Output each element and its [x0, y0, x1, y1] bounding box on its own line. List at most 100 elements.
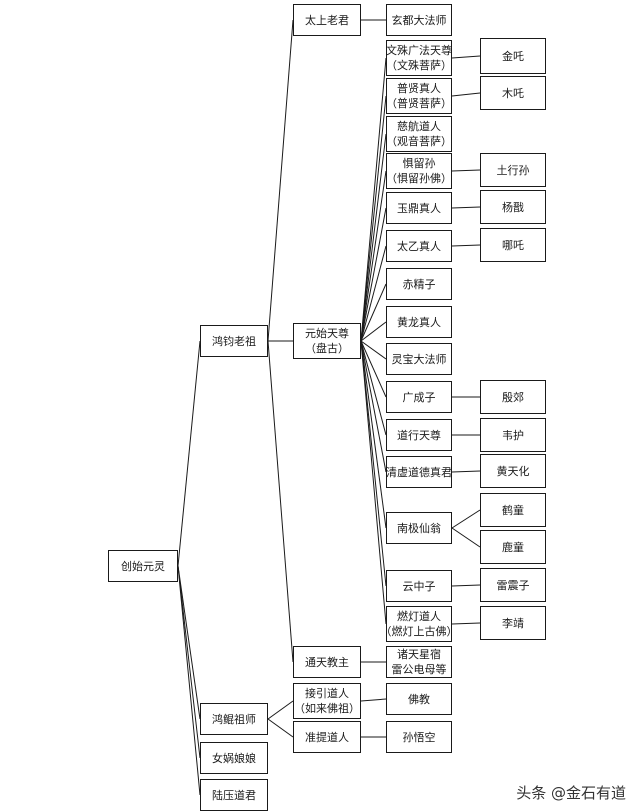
node-lutong-line-0: 鹿童: [502, 540, 524, 554]
edge-chuangshi-nuwa: [177, 565, 201, 759]
node-yuanshi-line-0: 元始天尊: [305, 327, 349, 340]
edge-taiyi-nezha: [451, 244, 481, 247]
node-fojiao: 佛教: [386, 683, 452, 715]
edge-yuanshi-lingbao: [360, 340, 387, 360]
node-huanglong: 黄龙真人: [386, 306, 452, 338]
node-cihang-line-1: （观音菩萨）: [386, 135, 452, 148]
node-chijingzi: 赤精子: [386, 268, 452, 300]
node-jinzha: 金吒: [480, 38, 546, 74]
node-chijingzi-line-0: 赤精子: [402, 277, 436, 291]
node-hongmeng-line-0: 鸿鲲祖师: [212, 712, 256, 726]
node-lingbao-line-0: 灵宝大法师: [391, 352, 447, 366]
edge-hongjun-taishang: [267, 19, 294, 342]
edge-chuangshi-luya: [177, 565, 201, 796]
node-jieyin-line-1: （如来佛祖）: [294, 702, 360, 715]
edge-yuanshi-yunzhongzi: [360, 340, 387, 587]
edge-juliusun-tuxingsun: [451, 169, 481, 172]
node-tongtian: 通天教主: [293, 646, 361, 678]
node-jieyin: 接引道人 （如来佛祖）: [293, 683, 361, 719]
node-juliusun-line-0: 惧留孙: [402, 157, 436, 170]
edge-yuanshi-cihang: [360, 133, 387, 342]
edge-hongmeng-zhunti: [267, 718, 294, 738]
node-leizhenzi-line-0: 雷震子: [496, 578, 530, 592]
node-wenshu: 文殊广法天尊 （文殊菩萨）: [386, 40, 452, 76]
node-yuanshi: 元始天尊（盘古）: [293, 323, 361, 359]
edge-yuanshi-daoxing: [360, 340, 387, 436]
node-weihu: 韦护: [480, 418, 546, 452]
node-wenshu-line-1: （文殊菩萨）: [386, 59, 452, 72]
node-yangjian-line-0: 杨戬: [502, 200, 524, 214]
edge-yunzhongzi-leizhenzi: [451, 584, 481, 587]
node-leizhenzi: 雷震子: [480, 568, 546, 602]
node-hetong-line-0: 鹤童: [502, 503, 524, 517]
node-yunzhongzi-line-0: 云中子: [402, 579, 436, 593]
node-qingxu-line-0: 清虚道德真君: [386, 465, 452, 479]
node-guangchengzi: 广成子: [386, 381, 452, 413]
node-tuxingsun-line-0: 土行孙: [496, 163, 530, 177]
node-luya: 陆压道君: [200, 779, 268, 811]
node-qingxu: 清虚道德真君: [386, 456, 452, 488]
node-cihang-line-0: 慈航道人: [397, 120, 441, 133]
node-tongtian-line-0: 通天教主: [305, 655, 349, 669]
node-xuandu-line-0: 玄都大法师: [391, 13, 447, 27]
edge-puxian-muzha: [451, 92, 481, 97]
edge-nanji-hetong: [451, 509, 481, 529]
node-tuxingsun: 土行孙: [480, 153, 546, 187]
node-nezha: 哪吒: [480, 228, 546, 262]
node-yuding: 玉鼎真人: [386, 192, 452, 224]
node-muzha-line-0: 木吒: [502, 86, 524, 100]
node-nezha-line-0: 哪吒: [502, 238, 524, 252]
node-puxian: 普贤真人 （普贤菩萨）: [386, 78, 452, 114]
node-zhutian-line-0: 诸天星宿: [397, 648, 441, 661]
edge-yuanshi-juliusun: [360, 170, 387, 342]
node-juliusun-line-1: （惧留孙佛）: [386, 172, 452, 185]
node-huanglong-line-0: 黄龙真人: [397, 315, 441, 329]
node-zhutian: 诸天星宿雷公电母等: [386, 646, 452, 678]
node-muzha: 木吒: [480, 76, 546, 110]
node-jinzha-line-0: 金吒: [502, 49, 524, 63]
node-huangtianhua-line-0: 黄天化: [496, 464, 530, 478]
node-fojiao-line-0: 佛教: [408, 692, 430, 706]
node-puxian-line-0: 普贤真人: [397, 82, 441, 95]
watermark-text: 头条 @金石有道: [516, 784, 626, 802]
edge-yuding-yangjian: [451, 206, 481, 209]
node-nuwa: 女娲娘娘: [200, 742, 268, 774]
node-daoxing: 道行天尊: [386, 419, 452, 451]
node-wenshu-line-0: 文殊广法天尊: [386, 44, 452, 57]
node-lijing-line-0: 李靖: [502, 616, 524, 630]
node-yangjian: 杨戬: [480, 190, 546, 224]
edge-yuanshi-chijingzi: [360, 283, 387, 342]
node-zhunti: 准提道人: [293, 721, 361, 753]
node-yinjiao: 殷郊: [480, 380, 546, 414]
edge-hongjun-tongtian: [267, 340, 294, 663]
node-nuwa-line-0: 女娲娘娘: [212, 751, 256, 765]
node-nanji-line-0: 南极仙翁: [397, 521, 441, 535]
node-sunwukong: 孙悟空: [386, 721, 452, 753]
node-cihang: 慈航道人 （观音菩萨）: [386, 116, 452, 152]
node-xuandu: 玄都大法师: [386, 4, 452, 36]
node-randeng: 燃灯道人（燃灯上古佛）: [381, 606, 458, 642]
node-taishang-line-0: 太上老君: [305, 13, 349, 27]
node-taiyi: 太乙真人: [386, 230, 452, 262]
edge-yuanshi-wenshu: [360, 57, 387, 342]
edge-yuanshi-guangchengzi: [360, 340, 387, 398]
node-hongjun: 鸿钧老祖: [200, 325, 268, 357]
node-zhunti-line-0: 准提道人: [305, 730, 349, 744]
node-yunzhongzi: 云中子: [386, 570, 452, 602]
node-guangchengzi-line-0: 广成子: [402, 390, 436, 404]
edge-yuanshi-puxian: [360, 95, 387, 342]
node-jieyin-line-0: 接引道人: [305, 687, 349, 700]
node-weihu-line-0: 韦护: [502, 428, 524, 442]
edge-hongmeng-jieyin: [267, 700, 294, 720]
node-puxian-line-1: （普贤菩萨）: [386, 97, 452, 110]
edge-chuangshi-hongmeng: [177, 565, 201, 720]
edge-randeng-lijing: [451, 622, 481, 625]
node-randeng-line-0: 燃灯道人: [397, 610, 441, 623]
node-hetong: 鹤童: [480, 493, 546, 527]
edge-yuanshi-huanglong: [360, 321, 387, 342]
edge-yuanshi-randeng: [360, 340, 387, 625]
node-luya-line-0: 陆压道君: [212, 788, 256, 802]
edge-yuanshi-nanji: [360, 340, 387, 529]
node-taishang: 太上老君: [293, 4, 361, 36]
